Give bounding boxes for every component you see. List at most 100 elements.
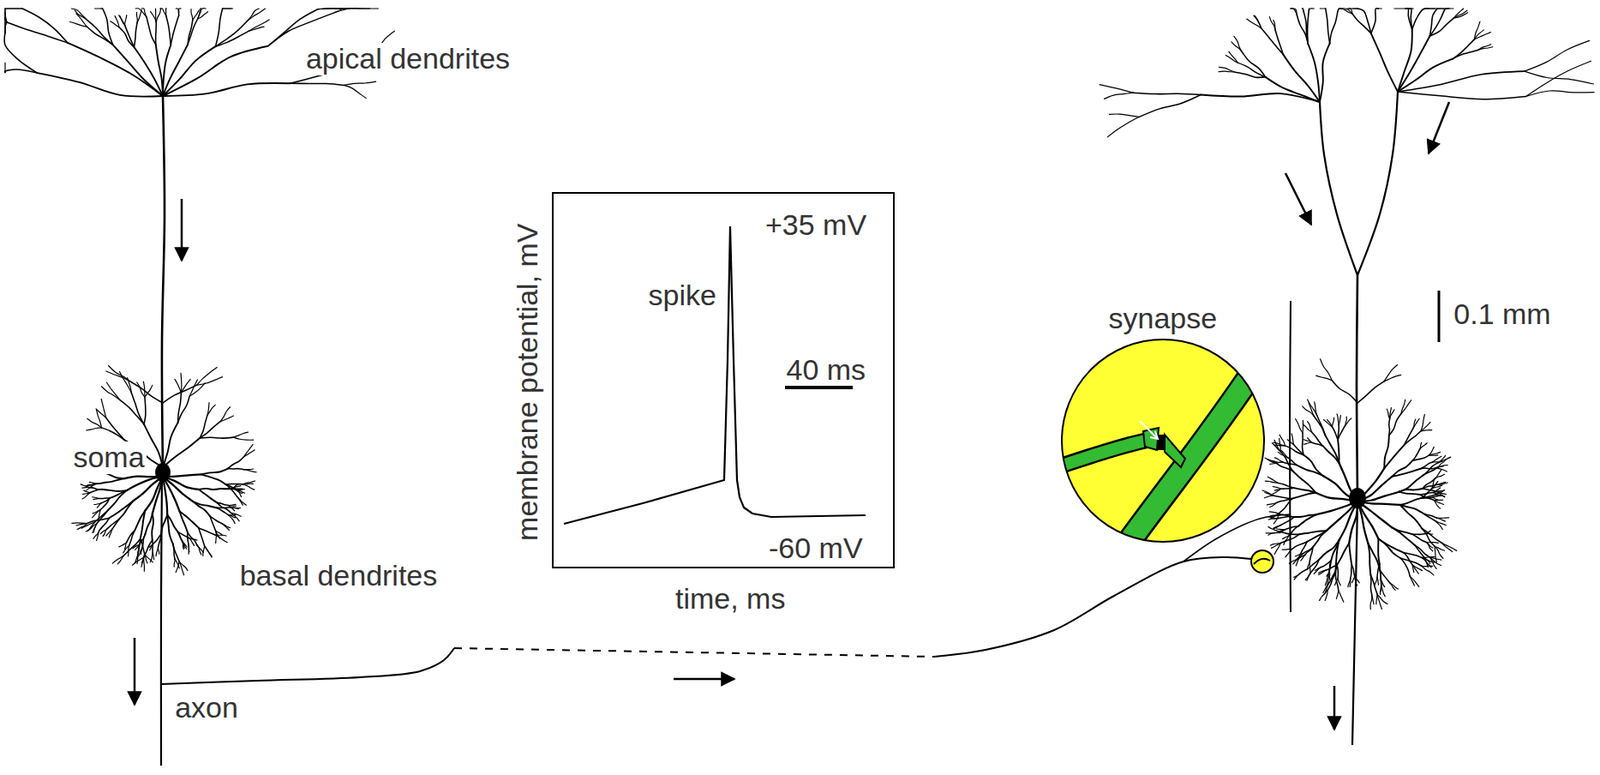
dendrite [1314, 567, 1321, 571]
dendrite [1234, 35, 1243, 53]
direction-arrow [673, 677, 735, 681]
spike-label: spike [648, 279, 717, 312]
axis-label: time, ms [675, 582, 786, 615]
dendrite [71, 521, 88, 524]
dendrite [1302, 559, 1319, 572]
dendrite [1403, 552, 1413, 565]
dendrite [1421, 565, 1434, 576]
dendrite [1292, 470, 1316, 493]
dendrite [101, 7, 103, 9]
dendrite [236, 496, 246, 505]
dendrite [1367, 542, 1371, 575]
dendrite [1453, 10, 1468, 18]
dendrite [93, 530, 100, 540]
dendrite [131, 392, 144, 425]
left-axon [161, 476, 162, 766]
dendrite [1422, 462, 1438, 476]
dendrite [1318, 569, 1326, 575]
dendrite [335, 8, 379, 13]
dendrite [178, 531, 184, 542]
dendrite [1302, 546, 1313, 553]
dendrite [1405, 8, 1412, 30]
dendrite [76, 13, 87, 27]
dendrite [162, 476, 193, 502]
soma-body [1348, 487, 1367, 509]
dendrite [1370, 593, 1373, 610]
dendrite [191, 9, 193, 20]
dendrite [248, 26, 264, 31]
dendrite [1319, 7, 1325, 9]
dendrite [1437, 482, 1448, 485]
dendrite [108, 500, 133, 518]
inset-border [1061, 339, 1265, 542]
dendrite [1270, 542, 1281, 546]
dendrite [1388, 419, 1391, 436]
dendrite [137, 10, 142, 24]
dendrite [83, 492, 90, 495]
dendrite [1428, 451, 1440, 456]
dendrite [126, 530, 135, 542]
dendrite [1319, 43, 1331, 102]
dendrite [1228, 51, 1238, 63]
dendrite [215, 20, 249, 48]
dendrite [1390, 582, 1396, 590]
direction-arrow [133, 637, 137, 705]
dendrite [1438, 456, 1451, 463]
dendrite [182, 542, 187, 550]
dendrite [1336, 543, 1349, 565]
dendrite [162, 44, 188, 96]
dendrite [268, 12, 336, 47]
dendrite [199, 437, 234, 438]
dendrite [89, 481, 96, 484]
synapse-inset: synapse [1060, 338, 1265, 543]
dendrite [222, 7, 234, 9]
dendrite [1412, 8, 1429, 30]
dendrite [1390, 409, 1395, 420]
dendrite [1429, 17, 1454, 36]
dendrite [1394, 7, 1406, 9]
dendrite [1370, 574, 1372, 594]
dendrite [80, 484, 90, 488]
dendrite [1444, 8, 1454, 10]
dendrite [244, 469, 257, 473]
dendrite [227, 503, 236, 505]
dendrite [1269, 17, 1276, 31]
axon-gap [454, 647, 935, 657]
dendrite [198, 527, 205, 546]
dendrite [92, 509, 101, 514]
dendrite [132, 476, 163, 501]
dendrite [1269, 511, 1280, 515]
dendrite [1266, 502, 1278, 505]
dendrite [1474, 32, 1491, 40]
axon-outline [1056, 439, 1151, 468]
dendrite [225, 484, 237, 497]
dendrite [4, 62, 6, 72]
dendrite [203, 545, 205, 556]
dendrite [119, 15, 126, 25]
axon-band [1056, 439, 1151, 468]
dendrite [1474, 29, 1484, 40]
dendrite [162, 46, 269, 96]
dendrite [220, 415, 234, 422]
dendrite [77, 522, 88, 529]
dendrite [1409, 575, 1415, 586]
incoming-axon [934, 557, 1252, 657]
dendrite [1272, 485, 1281, 489]
dendrite [86, 427, 102, 431]
dendrite [182, 542, 185, 549]
dendrite [101, 489, 128, 492]
dendrite [1421, 564, 1433, 567]
dendrite [1420, 467, 1436, 470]
dendrite [1347, 7, 1358, 9]
dendrite [1277, 482, 1295, 488]
dendrite [1379, 569, 1382, 586]
dendrite [1274, 488, 1281, 491]
dendrite-outline [1120, 364, 1259, 553]
dendrite [139, 533, 146, 545]
dendrite [227, 468, 245, 470]
dendrite [1378, 539, 1380, 564]
spine [1164, 434, 1186, 468]
dendrite [1331, 417, 1334, 426]
dendrite [101, 427, 125, 440]
